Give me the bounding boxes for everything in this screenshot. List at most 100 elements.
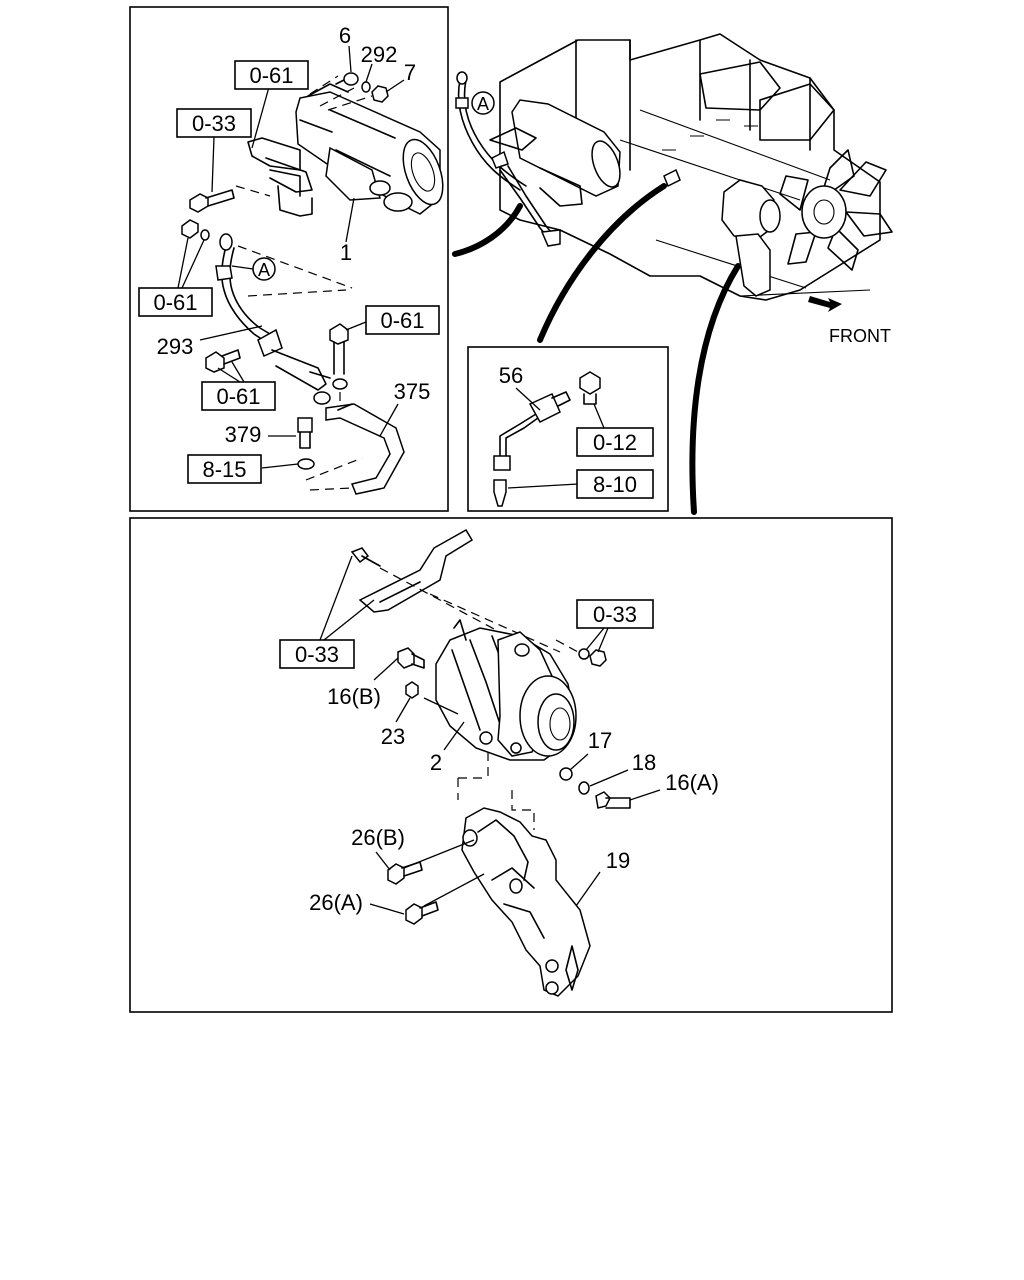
alternator-panel-frame	[129, 517, 893, 1013]
engine-alternator-drawing	[721, 179, 781, 297]
leader-6	[348, 45, 352, 73]
nut-0-61-drawing	[181, 219, 199, 239]
ref-box-8-10	[576, 469, 654, 499]
leader-8-15	[261, 463, 299, 469]
leader-293	[199, 325, 263, 341]
leader-1	[345, 197, 355, 243]
ref-box-8-15	[187, 454, 262, 484]
nut-7-drawing	[371, 85, 389, 103]
ref-0-33: 0-33	[192, 111, 236, 136]
bracket-drawing	[269, 169, 313, 217]
leader-0-33-right	[585, 627, 609, 653]
plug-0-12-drawing	[579, 371, 601, 395]
connector-arc-sensor	[537, 183, 667, 343]
front-label: FRONT	[829, 326, 891, 346]
washer-18-drawing	[578, 781, 590, 795]
part-7: 7	[404, 60, 416, 85]
battery-cable-drawing	[215, 233, 331, 405]
ref-0-61-right: 0-61	[380, 308, 424, 333]
sensor-panel-frame	[467, 346, 669, 512]
ref-0-33-left: 0-33	[295, 642, 339, 667]
bolt-26a-drawing	[405, 903, 423, 925]
leader-16a	[629, 789, 661, 801]
ref-box-0-33-left	[279, 639, 355, 669]
leader-0-61-top	[251, 86, 270, 149]
part-56: 56	[499, 363, 523, 388]
ref-0-61-top: 0-61	[249, 63, 293, 88]
bolt-16b-drawing	[397, 647, 415, 669]
bolt-right-0-61-drawing	[329, 323, 349, 345]
alternator-panel: 0-33 0-33 16(B) 23 2 17 18 16(A) 26(B) 2…	[129, 517, 893, 1013]
engine-overview: A FRONT	[452, 33, 893, 515]
ref-box-0-61-right	[365, 305, 440, 335]
ref-box-0-61-top	[234, 60, 309, 90]
leader-2	[443, 721, 465, 751]
washer-17-drawing	[559, 767, 573, 781]
washer-292-drawing	[361, 81, 371, 93]
starter-motor-drawing	[247, 77, 444, 215]
ref-0-12: 0-12	[593, 430, 637, 455]
ref-8-15: 8-15	[202, 457, 246, 482]
part-379: 379	[225, 422, 262, 447]
part-292: 292	[361, 42, 398, 67]
ref-0-33-right: 0-33	[593, 602, 637, 627]
sensor-wire-drawing	[499, 413, 539, 463]
cable-dashed-guides	[237, 245, 353, 297]
alternator-2-drawing	[435, 619, 577, 761]
bolt-26b-drawing	[387, 863, 405, 885]
starter-panel-frame	[129, 6, 449, 512]
engine-callout-a-label: A	[477, 94, 489, 114]
leader-26b	[375, 851, 391, 871]
ref-box-0-12	[576, 427, 654, 457]
leader-2-right	[423, 697, 459, 715]
leader-7	[385, 79, 405, 93]
washer-6-drawing	[343, 72, 359, 86]
part-17: 17	[588, 728, 612, 753]
sensor-56-drawing	[528, 393, 561, 423]
part-16b: 16(B)	[327, 684, 381, 709]
washer-8-15-drawing	[297, 458, 315, 470]
bolt-lower-0-61-drawing	[205, 351, 225, 373]
ref-box-0-33-right	[576, 599, 654, 629]
ref-box-0-61-left	[138, 287, 213, 317]
starter-panel: A 0-61 0-33 0-61 0-61 0-61 8-15 6 292 7 …	[129, 6, 449, 512]
nut-23-drawing	[405, 681, 419, 699]
bracket-375-drawing	[325, 403, 405, 495]
part-375: 375	[394, 379, 431, 404]
sensor-panel: 56 0-12 8-10	[467, 346, 669, 512]
washer-0-33-right-drawing	[578, 648, 590, 660]
part-1: 1	[340, 240, 352, 265]
starter-dashed-guides	[235, 75, 373, 197]
terminal-8-10-drawing	[493, 479, 507, 507]
ref-0-61-left: 0-61	[153, 290, 197, 315]
leader-0-61-right	[345, 321, 367, 331]
leader-0-61-left	[177, 237, 205, 289]
bolt-0-33-drawing	[189, 193, 209, 213]
part-26b: 26(B)	[351, 825, 405, 850]
leader-23	[395, 697, 411, 723]
part-16a: 16(A)	[665, 770, 719, 795]
callout-a-label: A	[258, 260, 270, 280]
leader-0-33-left	[319, 555, 375, 641]
front-arrow-icon	[808, 296, 842, 312]
part-293: 293	[157, 334, 194, 359]
cooling-fan-drawing	[779, 149, 893, 271]
leader-375	[379, 403, 399, 437]
ref-8-10: 8-10	[593, 472, 637, 497]
leader-17	[569, 753, 589, 771]
leader-26a	[369, 903, 405, 915]
leader-0-61-lower	[217, 361, 245, 383]
leader-292	[365, 63, 373, 83]
connector-arc-starter	[452, 203, 523, 257]
ref-box-0-61-lower	[201, 381, 276, 411]
part-2: 2	[430, 750, 442, 775]
part-18: 18	[632, 750, 656, 775]
ref-0-61-lower: 0-61	[216, 384, 260, 409]
connector-arc-alternator	[689, 263, 741, 515]
bolt-379-drawing	[297, 417, 313, 433]
bolt-16a-drawing	[595, 791, 611, 809]
leader-0-33	[211, 136, 215, 193]
part-19: 19	[606, 848, 630, 873]
part-23: 23	[381, 724, 405, 749]
